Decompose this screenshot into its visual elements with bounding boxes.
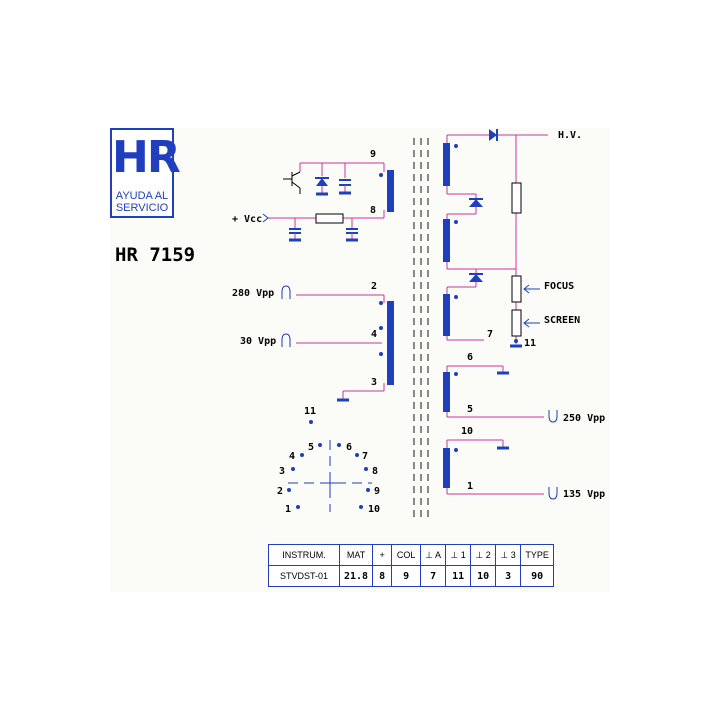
pulse-250-icon xyxy=(548,410,558,423)
focus-label: FOCUS xyxy=(544,281,574,292)
secondary-wires xyxy=(446,134,548,495)
spec-header-cell: ⊥ A xyxy=(420,544,447,566)
hv-coil-1 xyxy=(443,143,450,186)
model-title: HR 7159 xyxy=(115,244,196,266)
pin-8-label: 8 xyxy=(370,205,376,216)
bleeder-resistor xyxy=(511,182,522,214)
signal-135-label: 135 Vpp xyxy=(563,489,605,500)
spec-value-cell: 3 xyxy=(495,565,522,587)
pin-2-label: 2 xyxy=(371,281,377,292)
spec-header-cell: TYPE xyxy=(520,544,555,566)
screen-potentiometer xyxy=(511,309,522,337)
socket-pin-10: 10 xyxy=(368,504,380,515)
capacitor-top xyxy=(339,179,351,195)
pin-3-label: 3 xyxy=(371,377,377,388)
logo-line-1: AYUDA AL xyxy=(115,190,169,202)
aux-coil-250 xyxy=(443,372,450,412)
pulse-135-icon xyxy=(548,487,558,500)
socket-pin-6: 6 xyxy=(346,442,352,453)
logo-mark: HR xyxy=(112,132,181,183)
spec-value-row: STVDST-01 21.8 8 9 7 11 10 3 90 xyxy=(268,565,555,587)
signal-250-label: 250 Vpp xyxy=(563,413,605,424)
primary-wires xyxy=(267,162,385,399)
pin-6-label: 6 xyxy=(467,352,473,363)
spec-header-cell: MAT xyxy=(338,544,374,566)
hv-coil-2 xyxy=(443,219,450,262)
pin-4-label: 4 xyxy=(371,329,377,340)
capacitor-vcc-1 xyxy=(289,228,301,242)
pin-10-label: 10 xyxy=(461,426,473,437)
pin-5-label: 5 xyxy=(467,404,473,415)
spec-header-cell: ⊥ 3 xyxy=(495,544,522,566)
spec-value-cell: STVDST-01 xyxy=(268,565,340,587)
pulse-30-icon xyxy=(281,333,291,347)
socket-pinout: 11 5 6 4 7 3 8 xyxy=(277,406,380,515)
socket-top-label: 11 xyxy=(304,406,316,417)
spec-value-cell: 90 xyxy=(520,565,555,587)
hv-coil-3 xyxy=(443,294,450,336)
socket-pin-7: 7 xyxy=(362,451,368,462)
hv-label: H.V. xyxy=(558,130,582,141)
vcc-arrow-icon xyxy=(262,213,269,223)
pin-1-label: 1 xyxy=(467,481,473,492)
primary-coil-main xyxy=(387,301,394,385)
spec-value-cell: 21.8 xyxy=(338,565,374,587)
screen-label: SCREEN xyxy=(544,315,580,326)
capacitor-vcc-2 xyxy=(346,228,358,242)
transistor xyxy=(283,171,301,194)
spec-header-cell: INSTRUM. xyxy=(268,544,340,566)
spec-table: INSTRUM. MAT + COL ⊥ A ⊥ 1 ⊥ 2 ⊥ 3 TYPE … xyxy=(268,544,555,587)
pulse-280-icon xyxy=(281,285,291,299)
spec-value-cell: 8 xyxy=(372,565,393,587)
spec-header-cell: + xyxy=(372,544,393,566)
socket-pin-2: 2 xyxy=(277,486,283,497)
spec-value-cell: 7 xyxy=(420,565,447,587)
logo-line-2: SERVICIO xyxy=(115,202,169,214)
internal-diode-2 xyxy=(469,273,483,282)
signal-280-label: 280 Vpp xyxy=(232,288,274,299)
hr-logo: HR AYUDA AL SERVICIO xyxy=(110,128,181,218)
spec-value-cell: 10 xyxy=(470,565,497,587)
damper-diode xyxy=(315,177,329,196)
spec-header-cell: ⊥ 1 xyxy=(445,544,472,566)
spec-value-cell: 11 xyxy=(445,565,472,587)
spec-value-cell: 9 xyxy=(391,565,422,587)
screen-arrow-icon xyxy=(523,318,540,328)
aux-coil-135 xyxy=(443,448,450,488)
socket-pin-9: 9 xyxy=(374,486,380,497)
focus-potentiometer xyxy=(511,275,522,303)
primary-coil-top xyxy=(387,170,394,212)
internal-diode-1 xyxy=(469,198,483,207)
transformer-core xyxy=(413,138,429,518)
signal-30-label: 30 Vpp xyxy=(240,336,276,347)
socket-pin-1: 1 xyxy=(285,504,291,515)
socket-pin-4: 4 xyxy=(289,451,295,462)
spec-header-cell: ⊥ 2 xyxy=(470,544,497,566)
socket-pin-3: 3 xyxy=(279,466,285,477)
focus-arrow-icon xyxy=(523,284,540,294)
spec-header-row: INSTRUM. MAT + COL ⊥ A ⊥ 1 ⊥ 2 ⊥ 3 TYPE xyxy=(268,544,555,566)
hv-diode xyxy=(489,129,498,141)
vcc-label: + Vcc xyxy=(232,214,262,225)
spec-header-cell: COL xyxy=(391,544,422,566)
socket-pin-5: 5 xyxy=(308,442,314,453)
resistor-vcc xyxy=(315,213,344,224)
diagram-sheet xyxy=(110,128,610,592)
pin-7-label: 7 xyxy=(487,329,493,340)
pin-9-label: 9 xyxy=(370,149,376,160)
pin-11-label: 11 xyxy=(524,338,536,349)
socket-pin-8: 8 xyxy=(372,466,378,477)
